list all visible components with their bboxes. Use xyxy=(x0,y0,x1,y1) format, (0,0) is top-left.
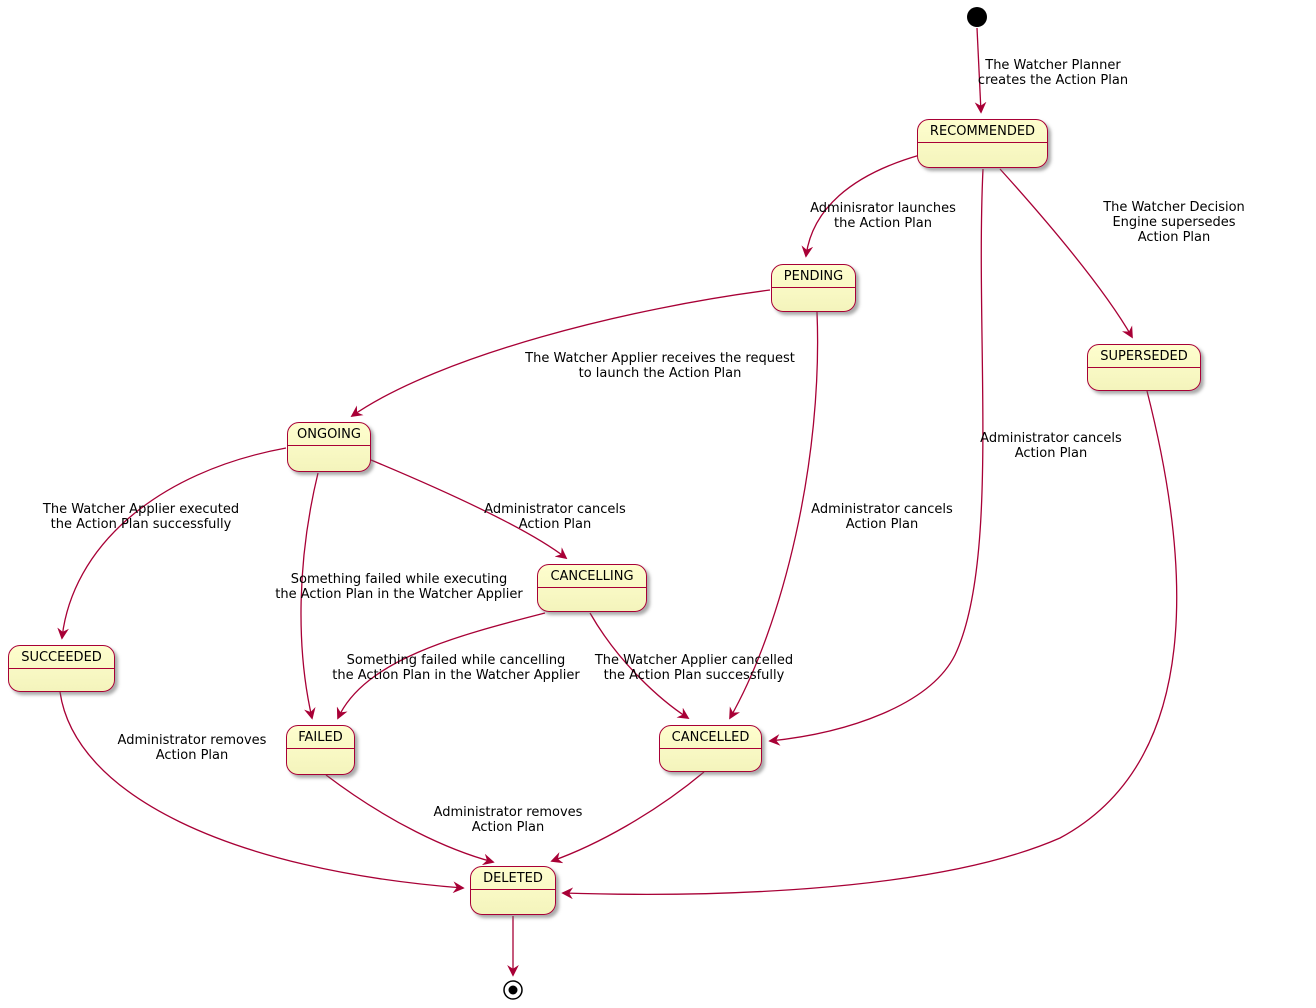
state-failed: FAILED xyxy=(286,725,355,775)
state-cancelling: CANCELLING xyxy=(537,564,647,612)
state-pending: PENDING xyxy=(771,264,856,312)
state-ongoing: ONGOING xyxy=(287,422,371,472)
state-failed-label: FAILED xyxy=(287,726,354,749)
state-cancelled-body xyxy=(660,749,761,771)
final-state-dot xyxy=(508,985,518,995)
state-cancelling-label: CANCELLING xyxy=(538,565,646,588)
label-recommended-cancel: Administrator cancels Action Plan xyxy=(980,431,1122,462)
edge-cancelling-failed xyxy=(336,612,546,720)
label-failed-executing: Something failed while executing the Act… xyxy=(275,572,523,603)
initial-state-node xyxy=(967,7,987,27)
state-superseded-label: SUPERSEDED xyxy=(1088,345,1200,368)
state-pending-label: PENDING xyxy=(772,265,855,288)
state-succeeded-label: SUCCEEDED xyxy=(9,646,114,669)
label-applier-cancelled: The Watcher Applier cancelled the Action… xyxy=(594,653,794,684)
state-superseded-body xyxy=(1088,368,1200,390)
label-ongoing-cancel: Administrator cancels Action Plan xyxy=(484,502,626,533)
state-deleted-body xyxy=(471,890,555,914)
state-ongoing-body xyxy=(288,446,370,471)
edge-recommended-pending xyxy=(801,154,921,258)
state-cancelling-body xyxy=(538,588,646,611)
edge-recommended-superseded xyxy=(999,168,1133,339)
edge-recommended-cancelled xyxy=(768,168,984,746)
state-deleted: DELETED xyxy=(470,866,556,915)
edge-cancelling-cancelled xyxy=(589,612,690,719)
edge-ongoing-succeeded xyxy=(57,447,287,640)
state-ongoing-label: ONGOING xyxy=(288,423,370,446)
edge-succeeded-deleted xyxy=(59,691,465,894)
label-applier-executed: The Watcher Applier executed the Action … xyxy=(42,502,240,533)
label-succeeded-remove: Administrator removes Action Plan xyxy=(117,733,267,764)
state-superseded: SUPERSEDED xyxy=(1087,344,1201,391)
label-planner-creates: The Watcher Planner creates the Action P… xyxy=(977,58,1129,89)
state-cancelled: CANCELLED xyxy=(659,725,762,772)
label-failed-cancelling: Something failed while cancelling the Ac… xyxy=(332,653,580,684)
edge-ongoing-failed xyxy=(300,472,319,720)
edge-ongoing-cancelling xyxy=(370,459,568,560)
state-succeeded: SUCCEEDED xyxy=(8,645,115,692)
label-failed-remove: Administrator removes Action Plan xyxy=(433,805,583,836)
label-engine-supersedes: The Watcher Decision Engine supersedes A… xyxy=(1103,200,1245,246)
state-recommended-label: RECOMMENDED xyxy=(918,120,1047,143)
state-deleted-label: DELETED xyxy=(471,867,555,890)
edge-superseded-deleted xyxy=(561,390,1178,900)
state-cancelled-label: CANCELLED xyxy=(660,726,761,749)
label-applier-receives: The Watcher Applier receives the request… xyxy=(525,351,795,382)
state-succeeded-body xyxy=(9,669,114,691)
state-pending-body xyxy=(772,288,855,311)
label-pending-cancel: Administrator cancels Action Plan xyxy=(811,502,953,533)
edge-cancelled-deleted xyxy=(550,771,705,864)
edge-pending-ongoing xyxy=(350,289,771,417)
edge-failed-deleted xyxy=(325,774,495,866)
state-recommended-body xyxy=(918,143,1047,167)
edge-initial-recommended xyxy=(974,27,987,114)
edge-pending-cancelled xyxy=(729,311,819,720)
state-recommended: RECOMMENDED xyxy=(917,119,1048,168)
label-admin-launches: Adminisrator launches the Action Plan xyxy=(810,201,956,232)
state-failed-body xyxy=(287,749,354,774)
